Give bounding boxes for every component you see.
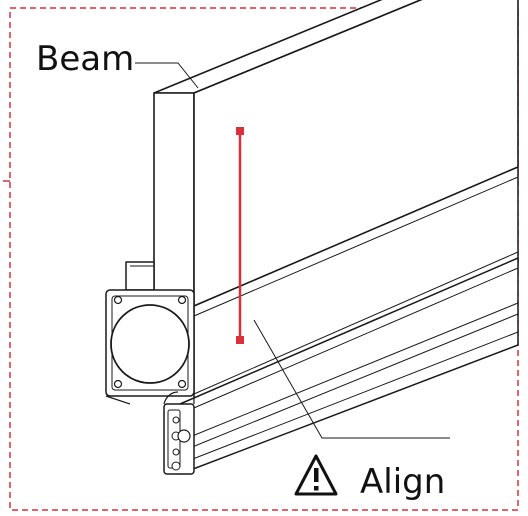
rail-assembly [105, 166, 519, 475]
beam-label: Beam [36, 39, 135, 79]
warning-triangle-icon [294, 454, 338, 496]
dashed-frame [9, 7, 519, 511]
beam [153, 0, 519, 307]
alignment-marker [236, 127, 244, 344]
align-leader-line [253, 319, 450, 439]
beam-leader-line [135, 62, 199, 89]
motor-end-cap [110, 304, 190, 384]
align-label: Align [360, 462, 446, 502]
beam-end-face [153, 92, 195, 307]
